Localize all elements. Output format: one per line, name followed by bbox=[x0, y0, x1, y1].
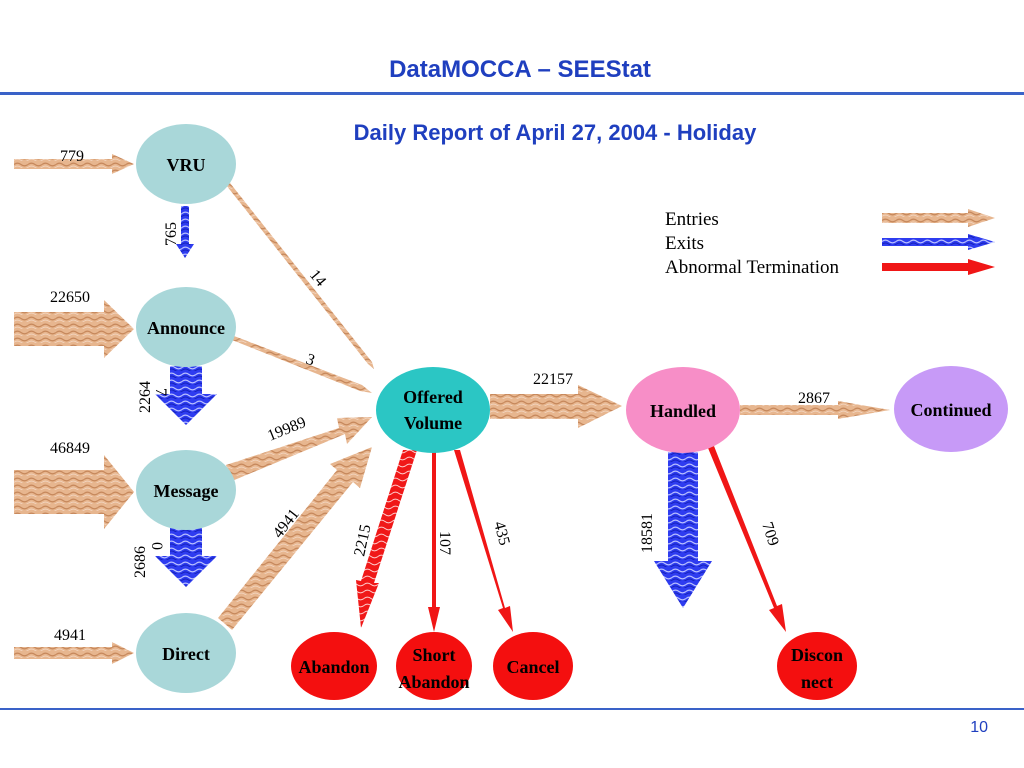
direct-entry-value: 4941 bbox=[54, 627, 86, 644]
disconnect-label-line2: nect bbox=[801, 672, 833, 692]
offered-to-handled-value: 22157 bbox=[533, 371, 573, 388]
vru-exit-arrow bbox=[176, 206, 194, 258]
handled-node: Handled bbox=[626, 367, 740, 453]
offered-to-short-abandon-arrow bbox=[428, 452, 440, 632]
offered-to-short-abandon-value: 107 bbox=[436, 531, 453, 555]
message-to-offered-arrow bbox=[226, 417, 372, 481]
announce-entry-arrow bbox=[14, 300, 134, 358]
message-to-direct-value-line1: 2686 bbox=[132, 546, 149, 578]
direct-label: Direct bbox=[162, 644, 210, 664]
offered-to-cancel-arrow bbox=[454, 450, 513, 632]
handled-to-continued-value: 2867 bbox=[798, 390, 830, 407]
direct-to-offered-arrow bbox=[218, 447, 372, 630]
short-abandon-label-line1: Short bbox=[412, 645, 455, 665]
direct-node: Direct bbox=[136, 613, 236, 693]
abandon-label: Abandon bbox=[298, 657, 369, 677]
vru-entry-value: 779 bbox=[60, 148, 84, 165]
disconnect-label-line1: Discon bbox=[791, 645, 843, 665]
handled-exit-value: 18581 bbox=[639, 513, 656, 553]
legend-exits-label: Exits bbox=[665, 233, 704, 254]
offered-label-line2: Volume bbox=[404, 413, 462, 433]
message-entry-arrow bbox=[14, 455, 134, 529]
offered-to-abandon-value: 2215 bbox=[351, 523, 374, 558]
legend-entries-arrow bbox=[882, 209, 995, 227]
slide-title: DataMOCCA – SEEStat bbox=[389, 56, 651, 83]
message-entry-value: 46849 bbox=[50, 440, 90, 457]
handled-to-disconnect-value: 709 bbox=[758, 520, 782, 548]
bottom-rule bbox=[0, 708, 1024, 710]
direct-entry-arrow bbox=[14, 642, 134, 664]
handled-label: Handled bbox=[650, 401, 716, 421]
vru-label: VRU bbox=[167, 155, 206, 175]
announce-entry-value: 22650 bbox=[50, 289, 90, 306]
message-to-direct-arrow bbox=[155, 528, 217, 587]
announce-to-message-value-line2: 7 bbox=[152, 388, 169, 396]
cancel-node: Cancel bbox=[493, 632, 573, 700]
top-rule bbox=[0, 92, 1024, 95]
offered-to-handled-arrow bbox=[490, 385, 622, 428]
short-abandon-label-line2: Abandon bbox=[398, 672, 469, 692]
announce-to-offered-arrow bbox=[232, 336, 372, 393]
offered-to-cancel-value: 435 bbox=[490, 520, 513, 548]
offered-volume-node: Offered Volume bbox=[376, 367, 490, 453]
handled-to-disconnect-arrow bbox=[708, 446, 786, 632]
short-abandon-node: Short Abandon bbox=[396, 632, 472, 700]
legend-exits-arrow bbox=[882, 234, 995, 250]
vru-entry-arrow bbox=[14, 154, 134, 174]
announce-to-message-value-line1: 2264 bbox=[137, 381, 154, 413]
continued-node: Continued bbox=[894, 366, 1008, 452]
announce-to-message-arrow bbox=[155, 366, 217, 425]
vru-exit-value: 765 bbox=[163, 222, 180, 246]
message-to-direct-value-line2: 0 bbox=[148, 542, 165, 550]
offered-to-abandon-arrow bbox=[356, 450, 417, 628]
vru-node: VRU bbox=[136, 124, 236, 204]
message-label: Message bbox=[154, 481, 219, 501]
vru-to-offered-arrow bbox=[226, 183, 374, 369]
legend-abnormal-label: Abnormal Termination bbox=[665, 257, 840, 278]
offered-label-line1: Offered bbox=[403, 387, 463, 407]
announce-label: Announce bbox=[147, 318, 225, 338]
disconnect-node: Discon nect bbox=[777, 632, 857, 700]
report-subtitle: Daily Report of April 27, 2004 - Holiday bbox=[354, 120, 757, 145]
continued-label: Continued bbox=[910, 400, 991, 420]
announce-node: Announce bbox=[136, 287, 236, 367]
handled-exit-arrow bbox=[654, 452, 712, 608]
abandon-node: Abandon bbox=[291, 632, 377, 700]
handled-to-continued-arrow bbox=[740, 401, 890, 419]
legend-entries-label: Entries bbox=[665, 209, 719, 230]
page-number: 10 bbox=[970, 719, 988, 736]
legend-abnormal-arrow bbox=[882, 259, 995, 275]
cancel-label: Cancel bbox=[507, 657, 560, 677]
message-node: Message bbox=[136, 450, 236, 530]
announce-to-offered-value: 3 bbox=[304, 351, 317, 370]
